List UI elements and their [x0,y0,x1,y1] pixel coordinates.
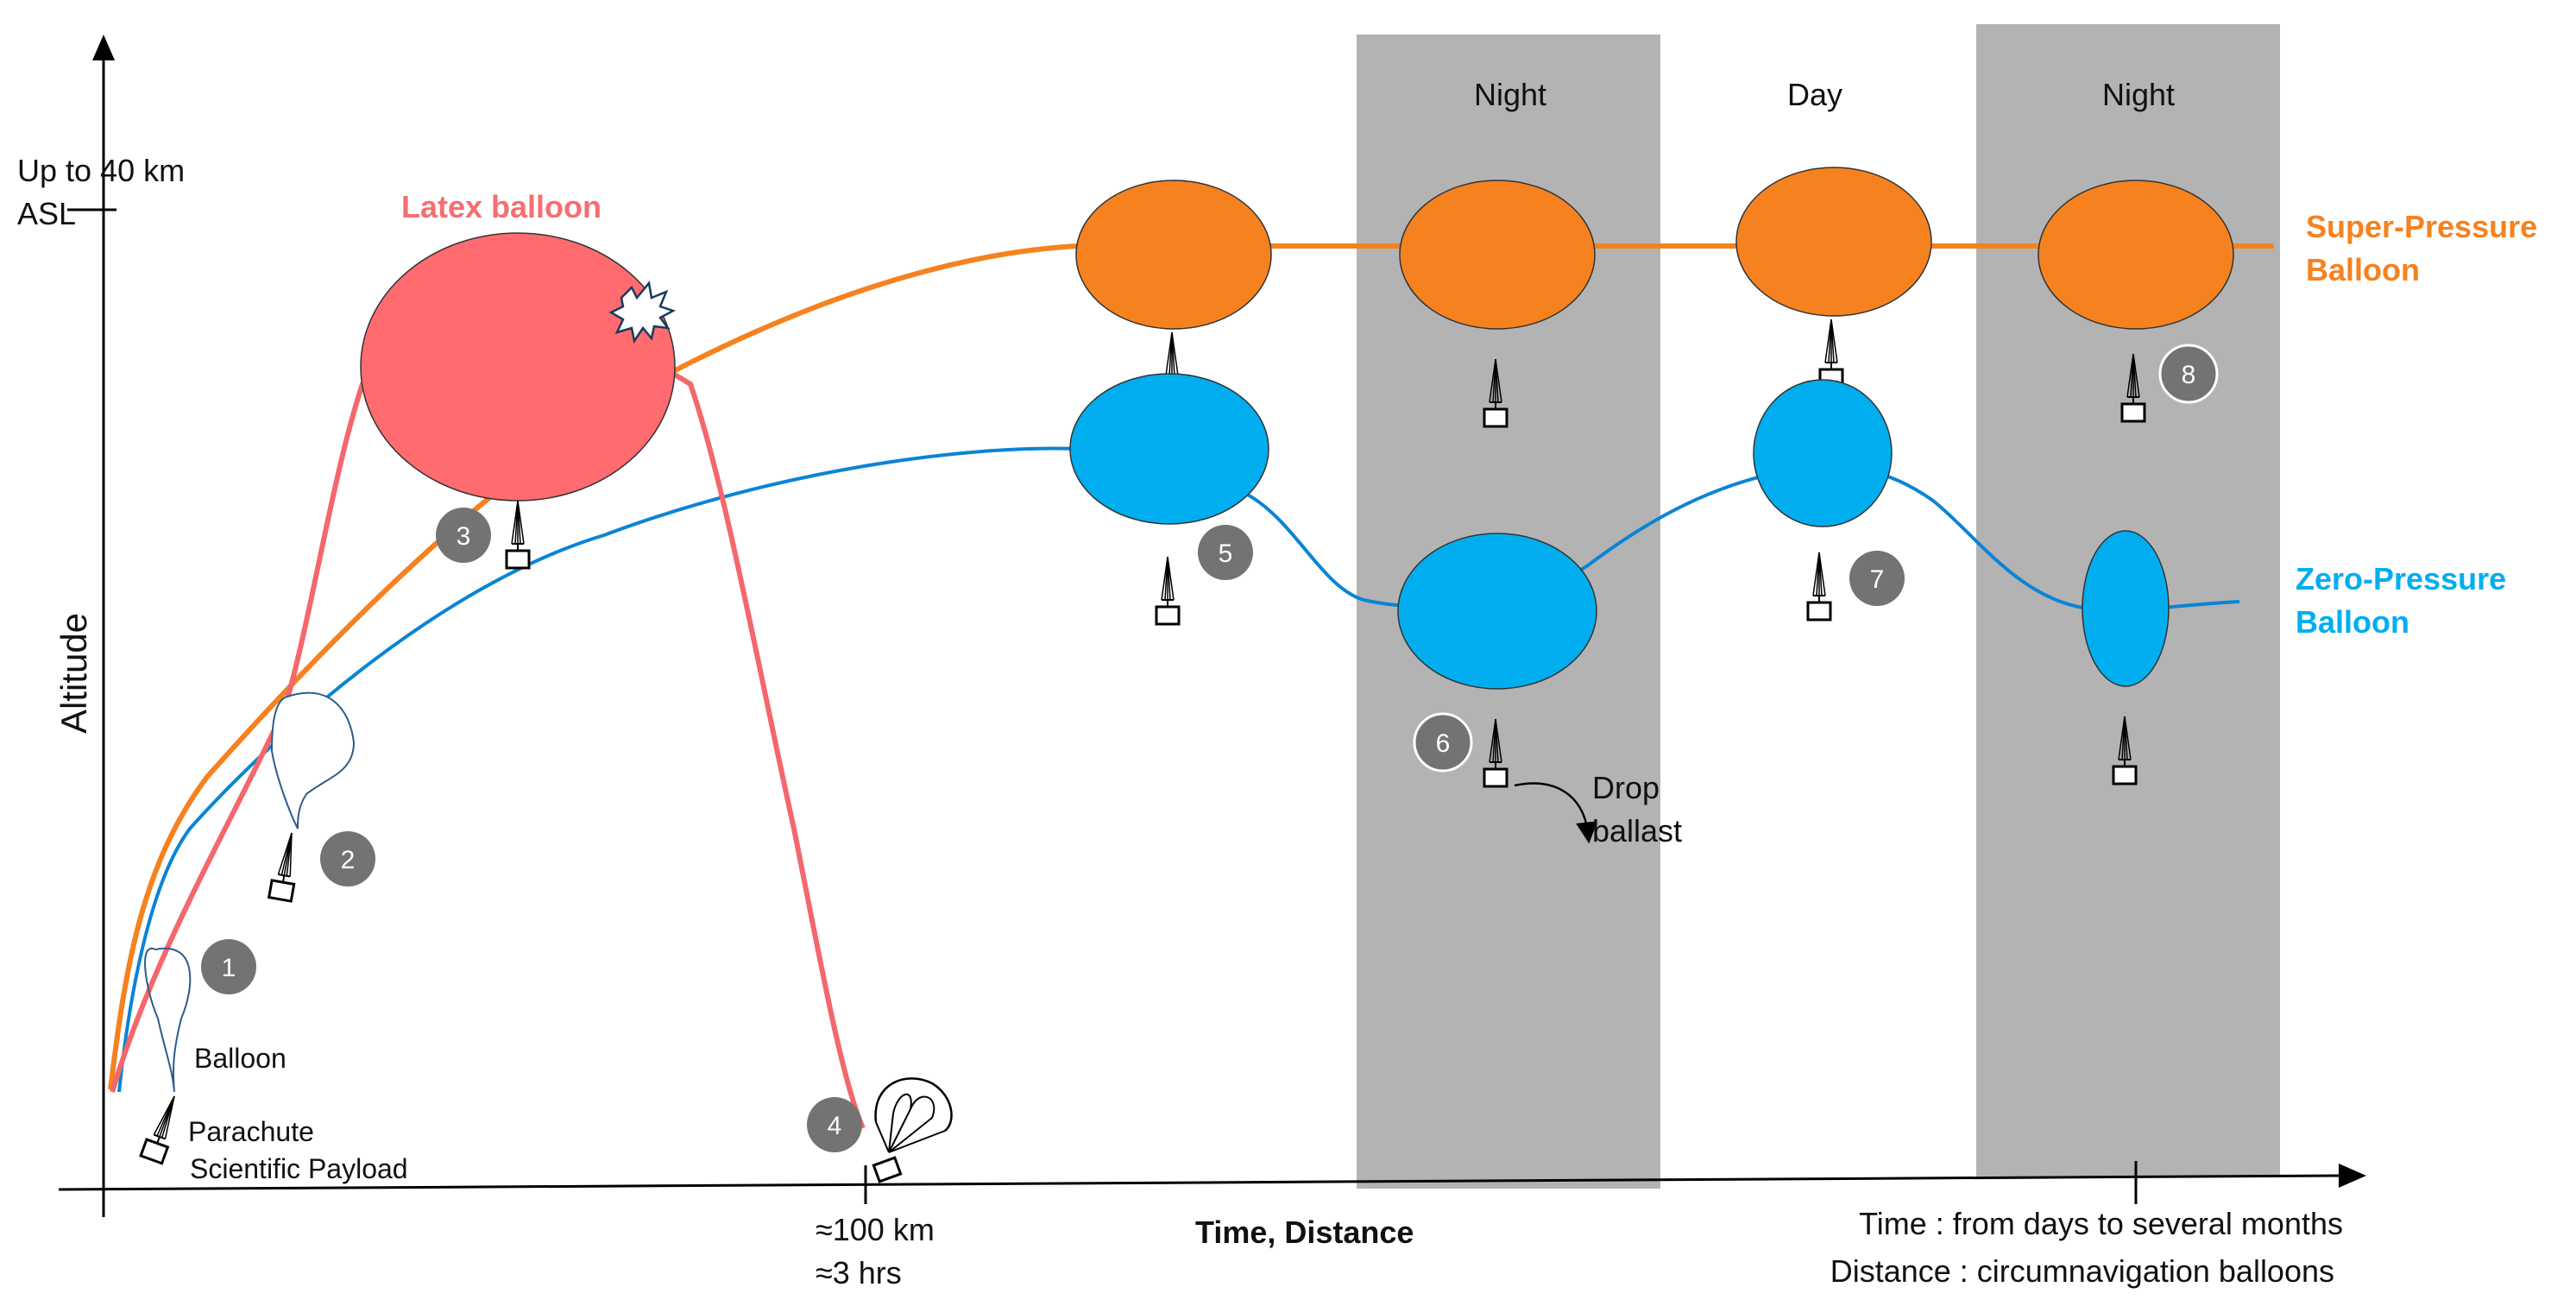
axes [58,35,2366,1217]
svg-text:6: 6 [1436,729,1451,758]
open-parachute-icon [872,1077,953,1183]
svg-text:3: 3 [457,522,471,551]
x-note-line2: Distance : circumnavigation balloons [1830,1253,2334,1289]
svg-text:2: 2 [341,846,356,874]
step-badge-6: 6 [1413,712,1473,773]
zero-pressure-trajectory [117,446,2240,1093]
step-badge-4: 4 [807,1097,862,1152]
x-tick-label-line2: ≈3 hrs [816,1255,902,1290]
super-pressure-balloon-3 [1735,167,1932,317]
super-pressure-label-line1: Super-Pressure [2306,209,2537,244]
period-label-night-1: Night [1474,77,1546,112]
drop-ballast-label-line1: Drop [1592,770,1660,805]
zero-pressure-parachute-icon-3 [1806,551,1832,621]
zero-pressure-balloon-4 [2082,530,2170,687]
zero-pressure-label-line2: Balloon [2296,604,2409,640]
launch-parachute-icon [139,1091,186,1165]
zero-pressure-parachute-icon-1 [1155,555,1181,626]
step-badge-1: 1 [201,939,256,994]
launch-balloon-label: Balloon [194,1043,287,1074]
super-pressure-balloon-2 [1399,180,1596,330]
svg-text:4: 4 [828,1112,842,1140]
ascent-parachute-icon [268,830,305,903]
drop-ballast-label-line2: ballast [1592,813,1682,849]
launch-parachute-label: Parachute [188,1116,314,1147]
step-badge-7: 7 [1849,551,1905,606]
x-tick-label-line1: ≈100 km [816,1212,935,1247]
x-axis-label: Time, Distance [1195,1215,1414,1250]
super-pressure-label-line2: Balloon [2306,252,2420,287]
period-label-night-2: Night [2102,77,2175,112]
x-note-line1: Time : from days to several months [1859,1206,2343,1241]
step-badge-8: 8 [2158,344,2219,404]
svg-text:5: 5 [1219,539,1233,568]
svg-text:7: 7 [1870,565,1885,594]
latex-balloon-label: Latex balloon [401,189,601,224]
launch-payload-label: Scientific Payload [190,1153,408,1184]
step-badge-3: 3 [436,508,491,563]
step-badge-5: 5 [1198,525,1253,580]
zero-pressure-balloon-2 [1397,533,1597,690]
ascent-balloon-outline [270,691,356,830]
zero-pressure-balloon-1 [1069,373,1269,525]
launch-balloon-outline [144,947,192,1093]
svg-text:1: 1 [222,954,236,982]
step-badge-2: 2 [320,831,375,886]
burst-icon [608,281,677,344]
latex-balloon [360,232,676,502]
zero-pressure-label-line1: Zero-Pressure [2296,561,2506,596]
super-pressure-balloon-1 [1075,180,1272,330]
zero-pressure-balloon-3 [1753,379,1893,527]
arrow-icon [1514,782,1598,844]
super-pressure-parachute-icon-3 [1818,318,1844,388]
y-axis-label: Altitude [54,613,94,734]
latex-parachute-icon [505,499,531,570]
y-top-label-line2: ASL [17,196,76,231]
svg-text:8: 8 [2182,361,2196,389]
y-top-label-line1: Up to 40 km [17,153,185,188]
period-label-day: Day [1787,77,1842,112]
super-pressure-balloon-4 [2037,180,2234,330]
